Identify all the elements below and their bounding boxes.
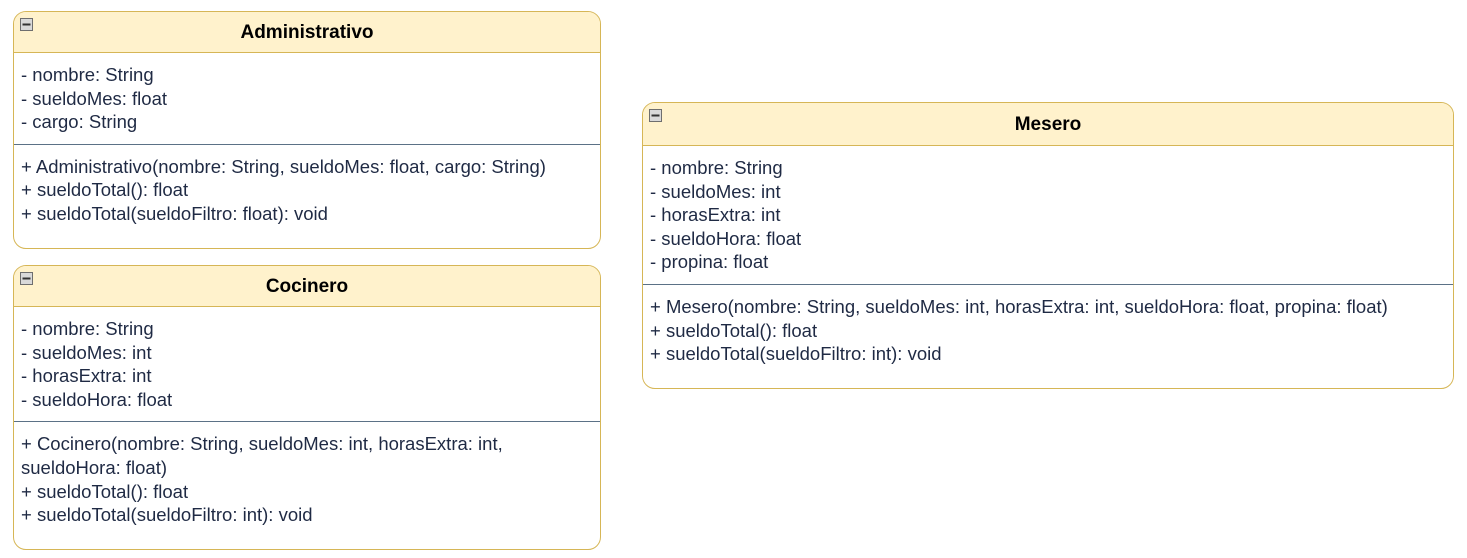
methods-section: + Mesero(nombre: String, sueldoMes: int,…: [643, 285, 1453, 376]
class-administrativo[interactable]: Administrativo - nombre: String - sueldo…: [13, 11, 601, 249]
methods-section: + Cocinero(nombre: String, sueldoMes: in…: [14, 422, 600, 536]
attribute: - horasExtra: int: [21, 365, 152, 387]
collapse-icon[interactable]: [20, 272, 33, 285]
method: + Cocinero(nombre: String, sueldoMes: in…: [21, 433, 503, 478]
attribute: - sueldoMes: int: [650, 180, 781, 202]
attribute: - nombre: String: [21, 64, 154, 85]
attribute: - horasExtra: int: [650, 204, 781, 226]
method: + sueldoTotal(): float: [650, 319, 818, 341]
attributes-section: - nombre: String - sueldoMes: int - hora…: [14, 307, 600, 421]
method: + sueldoTotal(sueldoFiltro: int): void: [21, 504, 313, 526]
methods-section: + Administrativo(nombre: String, sueldoM…: [14, 145, 600, 236]
section-divider: [14, 143, 600, 145]
method: + Administrativo(nombre: String, sueldoM…: [21, 155, 546, 177]
class-header: Cocinero: [14, 266, 600, 307]
method: + sueldoTotal(): float: [21, 480, 189, 502]
attribute: - sueldoMes: float: [21, 87, 168, 109]
attributes-section: - nombre: String - sueldoMes: float - ca…: [14, 53, 600, 144]
attribute: - nombre: String: [650, 157, 783, 178]
class-name: Cocinero: [265, 276, 349, 297]
section-divider: [643, 283, 1453, 285]
method: + sueldoTotal(sueldoFiltro: int): void: [650, 343, 942, 365]
method: + sueldoTotal(sueldoFiltro: float): void: [21, 202, 328, 224]
attribute: - nombre: String: [21, 318, 154, 339]
attribute: - sueldoHora: float: [650, 227, 802, 249]
collapse-icon[interactable]: [20, 18, 33, 31]
attribute: - sueldoMes: int: [21, 341, 152, 363]
class-header: Administrativo: [14, 12, 600, 53]
method: + Mesero(nombre: String, sueldoMes: int,…: [650, 295, 1388, 317]
attribute: - propina: float: [650, 251, 769, 273]
method: + sueldoTotal(): float: [21, 179, 189, 201]
attributes-section: - nombre: String - sueldoMes: int - hora…: [643, 146, 1453, 284]
section-divider: [14, 421, 600, 423]
class-mesero[interactable]: Mesero - nombre: String - sueldoMes: int…: [642, 102, 1454, 389]
class-cocinero[interactable]: Cocinero - nombre: String - sueldoMes: i…: [13, 265, 601, 550]
attribute: - sueldoHora: float: [21, 388, 173, 410]
collapse-icon[interactable]: [649, 109, 662, 122]
class-header: Mesero: [643, 103, 1453, 146]
class-name: Mesero: [1014, 114, 1082, 135]
attribute: - cargo: String: [21, 111, 138, 133]
class-name: Administrativo: [240, 22, 374, 43]
